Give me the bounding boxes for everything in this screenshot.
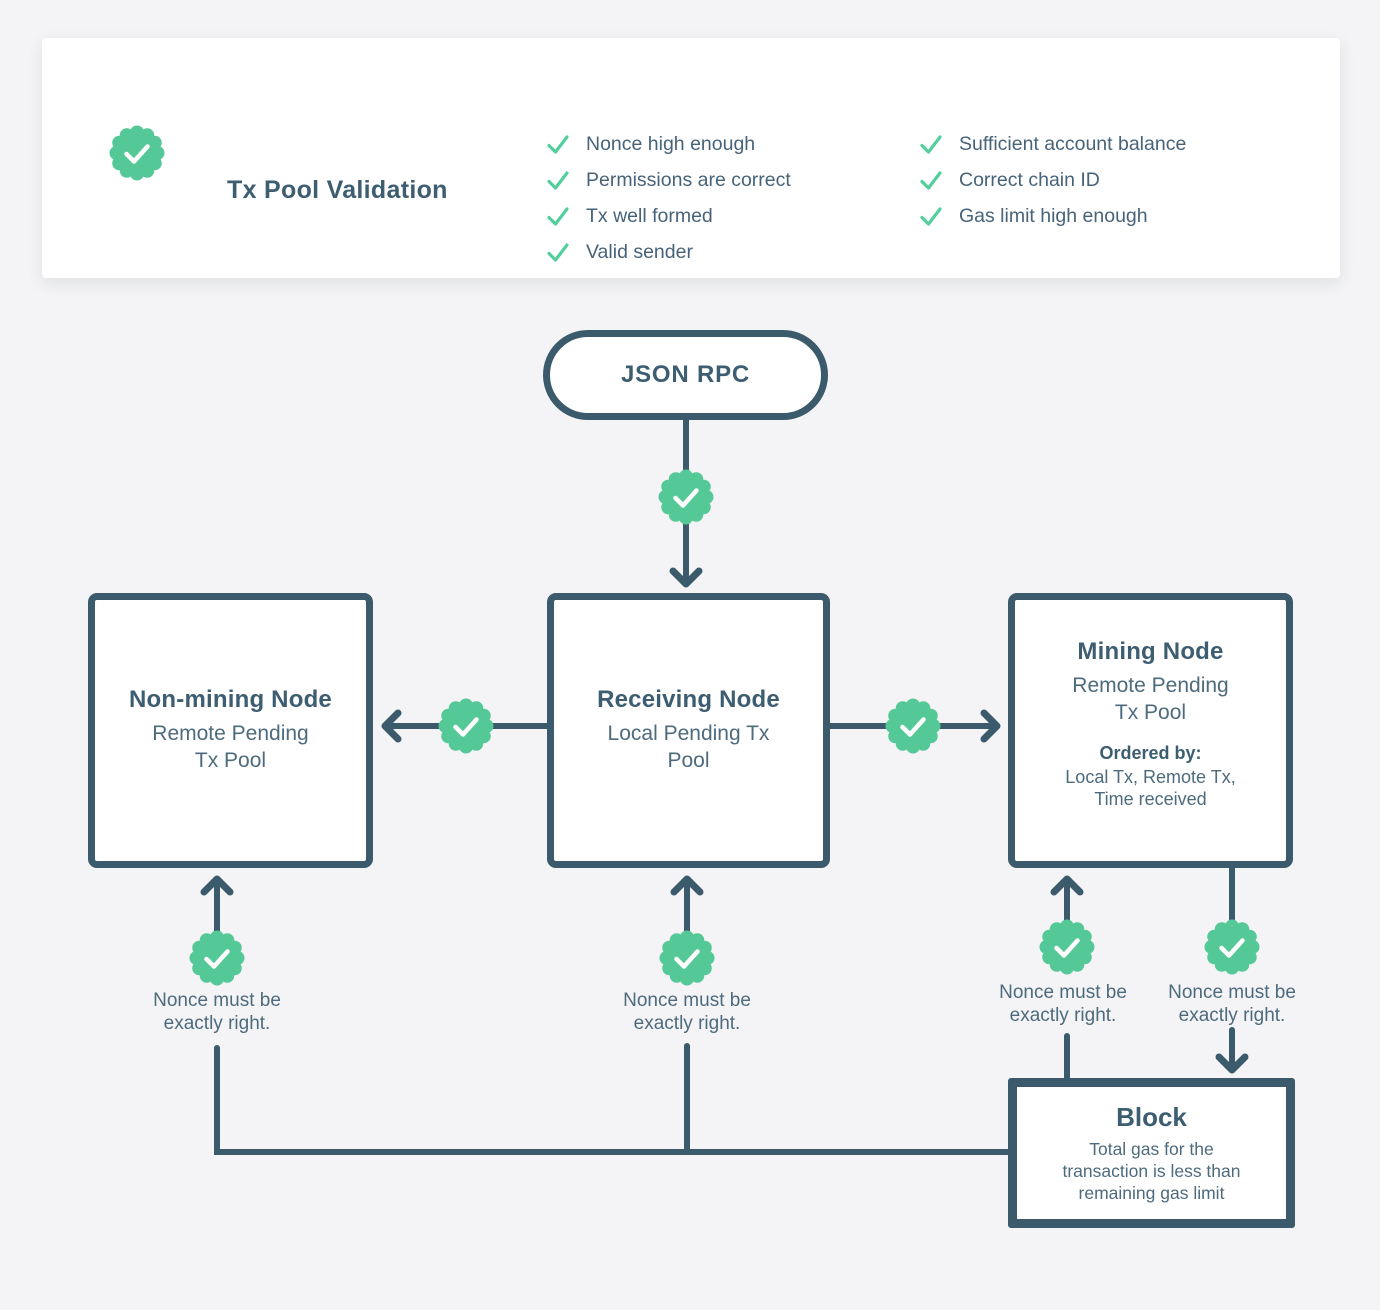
receiving-node: Receiving Node Local Pending Tx Pool (547, 593, 830, 868)
node-title: Block (1116, 1101, 1187, 1132)
node-title: Non-mining Node (129, 686, 332, 714)
checklist-item: Nonce high enough (545, 126, 791, 162)
checklist-item-label: Gas limit high enough (959, 204, 1148, 227)
checklist-item-label: Sufficient account balance (959, 132, 1187, 155)
validation-checklist-right: Sufficient account balance Correct chain… (918, 126, 1186, 234)
arrow-down-icon (1215, 1053, 1249, 1074)
verified-badge-icon (109, 125, 165, 181)
block-node: Block Total gas for the transaction is l… (1008, 1078, 1295, 1228)
verified-badge-icon (1039, 919, 1095, 975)
checklist-item-label: Correct chain ID (959, 168, 1100, 191)
check-icon (547, 135, 569, 154)
checklist-item: Correct chain ID (918, 162, 1186, 198)
card-title: Tx Pool Validation (227, 176, 448, 204)
checklist-item: Tx well formed (545, 198, 791, 234)
nonce-note: Nonce must be exactly right. (999, 982, 1127, 1026)
verified-badge-icon (885, 698, 941, 754)
nonce-note: Nonce must be exactly right. (1168, 982, 1296, 1026)
checklist-item-label: Tx well formed (586, 204, 713, 227)
check-icon (920, 135, 942, 154)
arrow-left-icon (381, 709, 402, 743)
check-icon (547, 171, 569, 190)
node-subtitle: Remote Pending Tx Pool (152, 722, 309, 772)
checklist-item: Valid sender (545, 234, 791, 270)
verified-badge-icon (1204, 919, 1260, 975)
nonce-note: Nonce must be exactly right. (153, 990, 281, 1034)
non-mining-node: Non-mining Node Remote Pending Tx Pool (88, 593, 373, 868)
nonce-note: Nonce must be exactly right. (623, 990, 751, 1034)
checklist-item: Sufficient account balance (918, 126, 1186, 162)
json-rpc-node: JSON RPC (543, 330, 828, 420)
verified-badge-icon (189, 930, 245, 986)
verified-badge-icon (658, 469, 714, 525)
arrow-up-icon (1050, 875, 1084, 896)
node-subtitle: Total gas for the transaction is less th… (1062, 1138, 1241, 1204)
checklist-item: Gas limit high enough (918, 198, 1186, 234)
node-subtitle: Local Pending Tx Pool (607, 722, 770, 772)
node-title: Receiving Node (597, 686, 780, 714)
validation-checklist-left: Nonce high enough Permissions are correc… (545, 126, 791, 270)
validation-card: Tx Pool Validation Nonce high enough Per… (42, 38, 1340, 278)
arrow-right-icon (980, 709, 1001, 743)
verified-badge-icon (438, 698, 494, 754)
mining-node: Mining Node Remote Pending Tx Pool Order… (1008, 593, 1293, 868)
check-icon (547, 207, 569, 226)
arrow-up-icon (670, 875, 704, 896)
verified-badge-icon (659, 930, 715, 986)
line-bottom-bus (214, 1045, 1011, 1155)
node-subtitle: Remote Pending Tx Pool (1072, 674, 1229, 724)
check-icon (547, 243, 569, 262)
ordered-by-label: Ordered by: (1099, 743, 1202, 764)
checklist-item: Permissions are correct (545, 162, 791, 198)
node-title: Mining Node (1077, 638, 1224, 665)
check-icon (920, 171, 942, 190)
check-icon (920, 207, 942, 226)
ordered-by-value: Local Tx, Remote Tx, Time received (1065, 767, 1236, 809)
checklist-item-label: Nonce high enough (586, 132, 756, 155)
json-rpc-label: JSON RPC (620, 361, 751, 388)
arrow-down-icon (669, 567, 703, 588)
checklist-item-label: Valid sender (586, 240, 693, 263)
arrow-up-icon (200, 875, 234, 896)
ordered-by-section: Ordered by: Local Tx, Remote Tx, Time re… (1053, 743, 1249, 810)
checklist-item-label: Permissions are correct (586, 168, 791, 191)
